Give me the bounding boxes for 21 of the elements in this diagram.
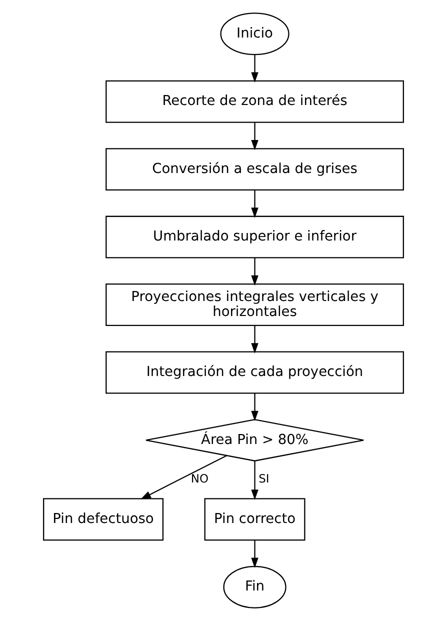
- arrow: [250, 326, 258, 354]
- edge-label: NO: [190, 472, 208, 486]
- arrow: [140, 455, 226, 500]
- node-box: Pin correcto: [204, 498, 305, 541]
- node-ellipse: Inicio: [220, 12, 289, 56]
- node-box: Integración de cada proyección: [105, 351, 404, 394]
- node-box: Conversión a escala de grises: [105, 148, 404, 191]
- node-diamond: Área Pin > 80%: [144, 418, 364, 462]
- arrow: [250, 393, 258, 422]
- node-box: Recorte de zona de interés: [105, 80, 404, 123]
- edge-label: SI: [258, 472, 269, 486]
- node-box: Pin defectuoso: [42, 498, 164, 541]
- node-box: Umbralado superior e inferior: [105, 216, 404, 258]
- node-ellipse: Fin: [222, 566, 286, 608]
- node-box: Proyecciones integrales verticales y horizontales: [105, 284, 404, 326]
- arrow: [250, 54, 258, 83]
- arrow: [250, 461, 258, 500]
- arrow: [250, 190, 258, 218]
- arrow: [250, 258, 258, 286]
- arrow: [250, 122, 258, 150]
- arrow: [250, 540, 258, 568]
